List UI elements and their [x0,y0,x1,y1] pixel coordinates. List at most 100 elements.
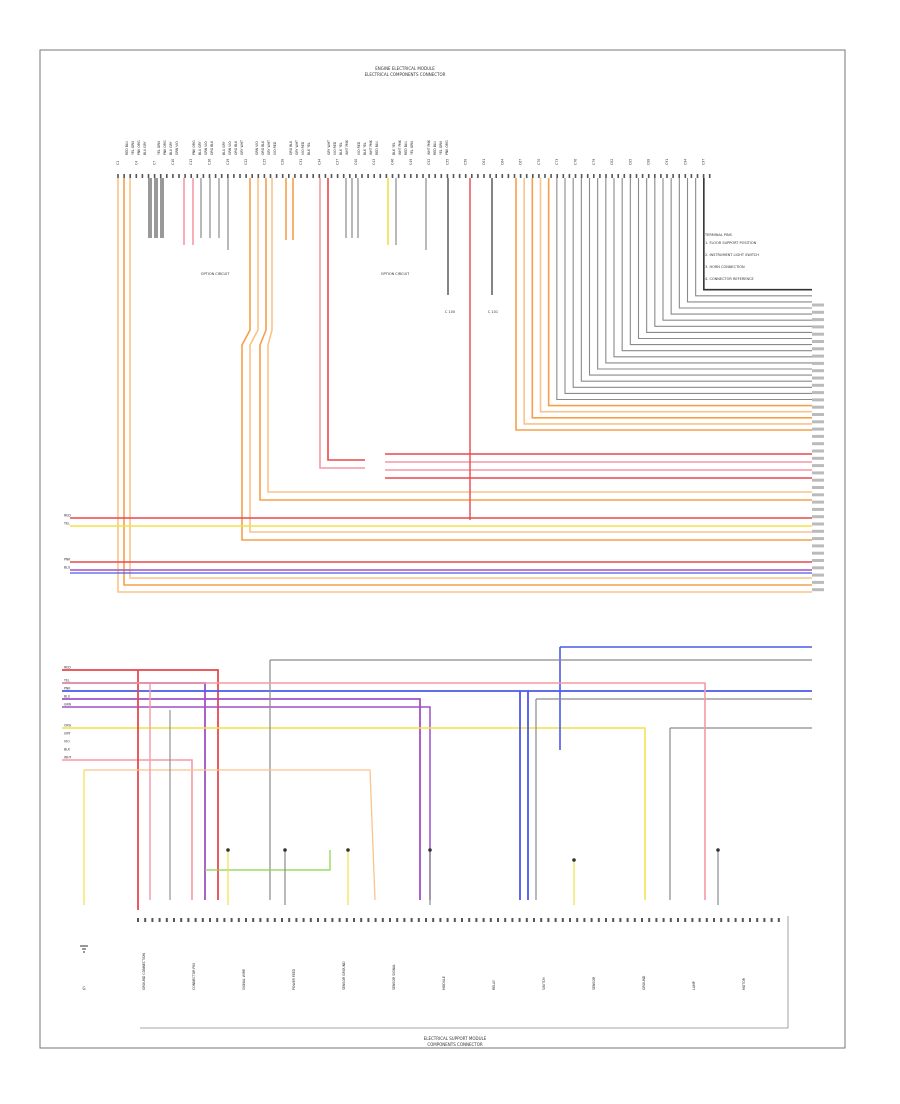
bottom-pin-35 [389,918,391,922]
top-pin-32 [312,174,314,178]
bottom-label-6: MODULE [442,976,446,990]
top-header-label-8-2: RED BLU [404,141,408,155]
top-pin-13 [196,174,199,178]
top-pin-8 [166,174,168,178]
bottom-pin-6 [180,918,183,922]
pins-layer [80,174,824,953]
top-left-bus-tag-0: RED [64,514,71,518]
wire-78 [62,682,706,900]
bottom-pin-13 [230,918,233,922]
top-pin-37 [342,174,345,178]
wire-48 [654,178,812,327]
top-header-label-9-3: PNK ORG [445,140,449,155]
bottom-pin-41 [432,918,435,922]
bottom-label-0: GROUND CONNECTION [142,952,146,990]
bottom-pin-61 [576,918,579,922]
top-pin-78 [593,174,595,178]
right-terminal-tag-517 [812,515,824,519]
bottom-pin-19 [273,918,276,922]
top-pin-16 [214,174,217,178]
top-header-label-2-1: BLU GRY [198,141,202,155]
bottom-pin-53 [518,918,521,922]
bottom-pin-33 [374,918,377,922]
component-node-3 [428,848,432,852]
sub-label-1: OPTION CIRCUIT [201,272,230,276]
top-pin-label-72: C73 [555,159,559,165]
bottom-pin-68 [626,918,629,922]
top-pin-66 [519,174,522,178]
top-pin-6 [153,174,156,178]
bottom-pin-87 [763,918,766,922]
bottom-module-title-line-1: ELECTRICAL SUPPORT MODULE [424,1036,487,1041]
bottom-pin-81 [720,918,723,922]
top-header-label-5-1: GRY WHT [295,140,299,155]
top-header-label-7-1: BLK YEL [363,142,367,155]
right-terminal-tag-561 [812,559,824,562]
bottom-pin-74 [669,918,672,922]
top-pin-31 [306,174,308,178]
top-pin-label-57: C58 [464,159,468,165]
bottom-pin-55 [533,918,535,922]
top-pin-89 [660,174,662,178]
bottom-pin-37 [403,918,406,922]
left-bus-tag-8: BLK [64,748,71,752]
top-header-label-0-1: YEL GRN [131,141,135,155]
right-terminal-tag-488 [812,486,824,489]
bottom-pin-24 [309,918,312,922]
bottom-label-4: SENSOR GROUND [342,961,346,990]
top-pin-label-96: C97 [702,159,706,165]
right-terminal-tag-393 [812,391,824,395]
wire-36 [556,178,812,401]
bottom-pin-17 [259,918,262,922]
wire-81 [205,850,331,871]
left-bus-tag-5: ORG [64,724,72,728]
right-terminal-tag-436 [812,434,824,438]
wire-40 [588,178,812,376]
bottom-label-11: LAMP [692,981,696,990]
bottom-pin-59 [561,918,564,922]
top-pin-59 [477,174,479,178]
top-pin-label-93: C94 [683,159,687,165]
wire-32 [523,178,812,425]
wire-19 [249,178,812,533]
bottom-pin-84 [741,918,744,922]
top-pin-94 [690,174,693,178]
bottom-pin-40 [425,918,427,922]
top-header-label-5-2: VIO RED [301,141,305,155]
bottom-label-5: SENSOR SIGNAL [392,964,396,990]
bottom-pin-2 [151,918,154,922]
top-header-label-7-0: VIO RED [357,141,361,155]
right-terminal-tag-320 [812,318,824,322]
bottom-pin-3 [158,918,161,922]
right-terminal-tag-568 [812,566,824,570]
legend-header: TERMINAL PINS [704,233,733,237]
top-pin-33 [318,174,321,178]
bottom-pin-38 [410,918,413,922]
wire-53 [695,178,812,297]
top-header-label-4-2: GRY WHT [267,140,271,155]
legend-item-1: 1. FLOOR SUPPORT POSITION [705,241,757,245]
top-pin-71 [550,174,552,178]
right-terminal-tag-473 [812,471,824,475]
top-header-label-5-0: ORG BLK [289,140,293,155]
top-header-label-4-1: ORG BLK [261,140,265,155]
bottom-pin-52 [511,918,514,922]
bottom-pin-14 [237,918,240,922]
top-pin-label-36: C37 [336,159,340,165]
bottom-pin-83 [734,918,737,922]
bottom-pin-65 [605,918,607,922]
top-pin-88 [654,174,656,178]
bottom-pin-57 [547,918,550,922]
bottom-label-10: GROUND [642,975,646,990]
top-pin-27 [281,174,284,178]
bottom-pin-12 [223,918,226,922]
top-header-label-1-0: YEL GRN [157,141,161,155]
top-pin-label-75: C76 [574,159,578,165]
right-terminal-tag-334 [812,332,824,336]
top-header-label-2-3: ORG BLK [210,140,214,155]
right-terminal-tag-509 [812,507,824,511]
top-pin-label-69: C70 [537,159,541,165]
top-header-label-4-0: GRN VIO [255,141,259,155]
top-header-label-8-1: WHT PNK [398,139,402,155]
diagram-frame [39,49,846,1049]
